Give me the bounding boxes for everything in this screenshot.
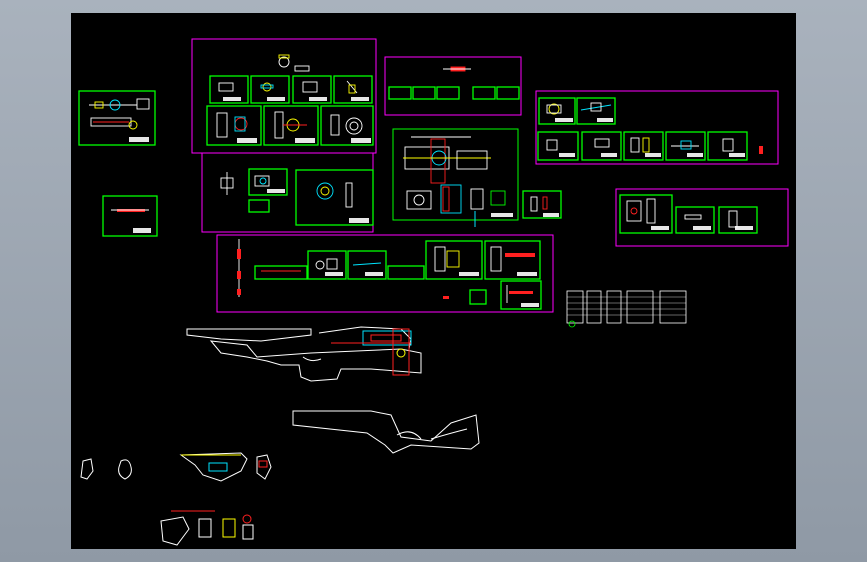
group-frame-long: [216, 234, 554, 313]
sheet-frame: [576, 97, 616, 125]
bom-table: [659, 290, 687, 324]
sheet-frame: [320, 105, 374, 146]
bom-table: [626, 290, 654, 324]
sheet-frame: [436, 86, 460, 100]
sheet-frame: [537, 131, 579, 161]
sheet-frame: [538, 97, 576, 125]
sheet-frame: [623, 131, 664, 161]
small-parts: [80, 452, 272, 546]
sheet-frame: [388, 86, 412, 100]
sheet-frame: [496, 86, 520, 100]
title-blocks: [129, 97, 753, 307]
detail-center-assembly: [403, 136, 506, 214]
sheet-frame: [472, 86, 496, 100]
cad-model-space[interactable]: [71, 13, 796, 549]
sheet-frame: [469, 289, 487, 305]
bom-table: [566, 290, 584, 324]
detail-bar: [117, 209, 145, 212]
sheet-frame: [333, 75, 373, 104]
sheet-frames: [78, 75, 758, 310]
rifle-stock: [292, 410, 480, 454]
sheet-frame: [522, 190, 562, 219]
sheet-frame: [412, 86, 436, 100]
group-frame-top-right: [535, 90, 779, 165]
sheet-frame: [665, 131, 706, 161]
group-frame-top-center: [191, 38, 377, 154]
group-frame-inner-center: [392, 128, 519, 221]
detail-assembly-left: [89, 98, 150, 130]
sheet-frame: [248, 199, 270, 213]
bom-table: [606, 290, 622, 324]
sheet-frame: [263, 105, 319, 146]
sheet-frame: [619, 194, 673, 234]
sheet-frame: [347, 250, 387, 280]
sheet-frame: [387, 265, 425, 280]
sheet-frame: [209, 75, 249, 104]
cad-drawing: [78, 38, 789, 546]
sheet-frame: [500, 280, 542, 310]
sheet-frame: [707, 131, 748, 161]
part-details: [89, 54, 763, 303]
sheet-frame: [484, 240, 541, 280]
group-frames: [191, 38, 789, 313]
sheet-frame: [206, 105, 262, 146]
sheet-frame: [78, 90, 156, 146]
sheet-frame: [675, 206, 715, 234]
rifle-assembly: [186, 326, 422, 382]
group-frame-right: [615, 188, 789, 247]
sheet-frame: [250, 75, 290, 104]
sheet-frame: [307, 250, 347, 280]
sheet-frame: [295, 169, 374, 226]
sheet-frame: [581, 131, 622, 161]
sheet-frame: [292, 75, 332, 104]
group-frame-top-small: [384, 56, 522, 116]
sheet-frame: [718, 206, 758, 234]
sheet-frame: [102, 195, 158, 237]
detail-ring: [278, 56, 290, 68]
sheet-frame: [425, 240, 483, 280]
bom-tables: [566, 290, 687, 328]
bom-table: [586, 290, 602, 324]
sheet-frame: [254, 265, 308, 280]
sheet-frame: [248, 168, 288, 196]
